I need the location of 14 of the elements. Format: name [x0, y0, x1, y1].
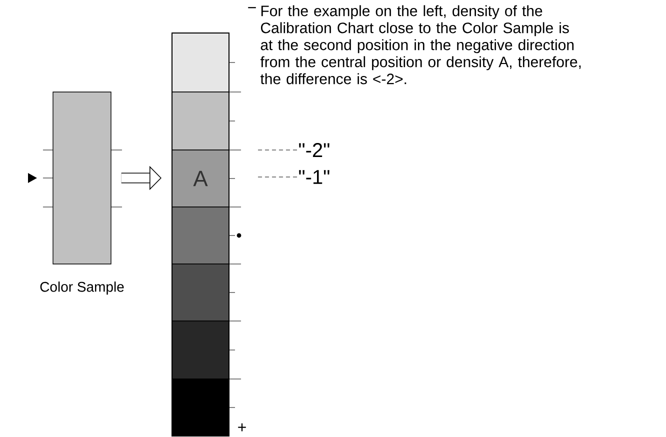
plus-sign: +: [238, 423, 246, 432]
chart-segment: A: [172, 150, 230, 208]
value-label: "-2": [299, 143, 330, 157]
calibration-chart: [172, 32, 230, 436]
chart-segment: [172, 378, 230, 436]
value-label: "-1": [299, 170, 330, 184]
node-label: Color Sample: [40, 282, 124, 295]
chart-segment: [172, 264, 230, 322]
chart-segment: [172, 92, 230, 150]
chart-segment: [172, 206, 230, 264]
description-text: For the example on the left, density of the Calibration Chart close to the Color Sample is at the second position in the negative direction from the central position or density A, therefore, the difference is <-2>.: [260, 5, 581, 84]
chart-segment: [172, 320, 230, 380]
minus-sign: −: [248, 7, 256, 8]
chart-segment: [172, 32, 230, 92]
